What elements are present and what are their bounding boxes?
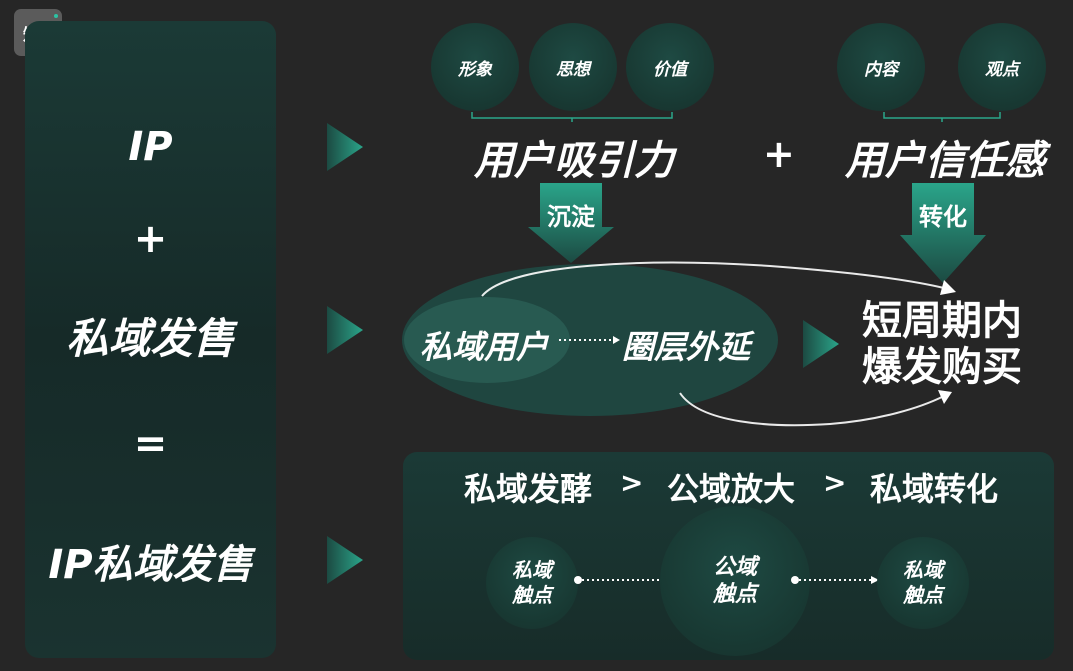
left-panel — [25, 21, 276, 658]
private-users: 私域用户 — [420, 328, 549, 366]
touchpoint-1-line2: 触点 — [512, 583, 552, 607]
user-trust: 用户信任感 — [845, 138, 1045, 184]
sediment-down-arrow-icon — [528, 183, 614, 263]
convert-label: 转化 — [919, 203, 967, 231]
flow-step3: 私域转化 — [870, 470, 999, 508]
burst-line2: 爆发购买 — [862, 344, 1022, 390]
touchpoint-private-1: 私域触点 — [486, 537, 578, 629]
user-attraction: 用户吸引力 — [474, 138, 674, 184]
left-ip: IP — [128, 124, 173, 170]
touchpoint-2-line2: 触点 — [712, 582, 757, 607]
left-equals: = — [133, 421, 168, 467]
touchpoint-3-line1: 私域 — [903, 558, 943, 582]
touchpoint-2-line1: 公域 — [712, 555, 757, 580]
sediment-label: 沉淀 — [547, 203, 595, 231]
flow-step2: 公域放大 — [667, 470, 796, 508]
row1-triangle-icon — [327, 123, 363, 171]
circle-thought: 思想 — [529, 23, 617, 111]
touchpoint-public: 公域触点 — [660, 506, 810, 656]
circle-extension: 圈层外延 — [622, 328, 751, 366]
row1-plus: + — [763, 132, 795, 176]
burst-triangle-icon — [803, 320, 839, 368]
left-private-sales: 私域发售 — [66, 314, 235, 363]
flow-step1: 私域发酵 — [464, 470, 593, 508]
touchpoint-3-line2: 触点 — [903, 583, 943, 607]
row2-triangle-icon — [327, 306, 363, 354]
curved-arrows — [481, 261, 956, 427]
bracket-right-group — [883, 112, 1001, 122]
logo-dot — [54, 14, 58, 18]
left-plus: + — [133, 216, 168, 262]
bracket-left-group — [471, 112, 673, 122]
touchpoint-dotted-arrow-2 — [791, 576, 879, 584]
private-users-ellipse — [404, 297, 570, 383]
flow-gt2: > — [823, 466, 847, 499]
private-users-dotted-arrow — [559, 336, 620, 344]
flow-gt1: > — [620, 466, 644, 499]
left-ip-private-sales: IP私域发售 — [48, 542, 253, 588]
burst-line1: 短周期内 — [862, 298, 1022, 344]
row3-triangle-icon — [327, 536, 363, 584]
touchpoint-1-line1: 私域 — [512, 558, 552, 582]
circle-viewpoint: 观点 — [958, 23, 1046, 111]
circle-image: 形象 — [431, 23, 519, 111]
touchpoint-dotted-arrow-1 — [574, 576, 670, 584]
burst-purchase: 短周期内 爆发购买 — [862, 298, 1022, 390]
circle-content: 内容 — [837, 23, 925, 111]
convert-down-arrow-icon — [900, 183, 986, 283]
circle-value: 价值 — [626, 23, 714, 111]
touchpoint-private-2: 私域触点 — [877, 537, 969, 629]
